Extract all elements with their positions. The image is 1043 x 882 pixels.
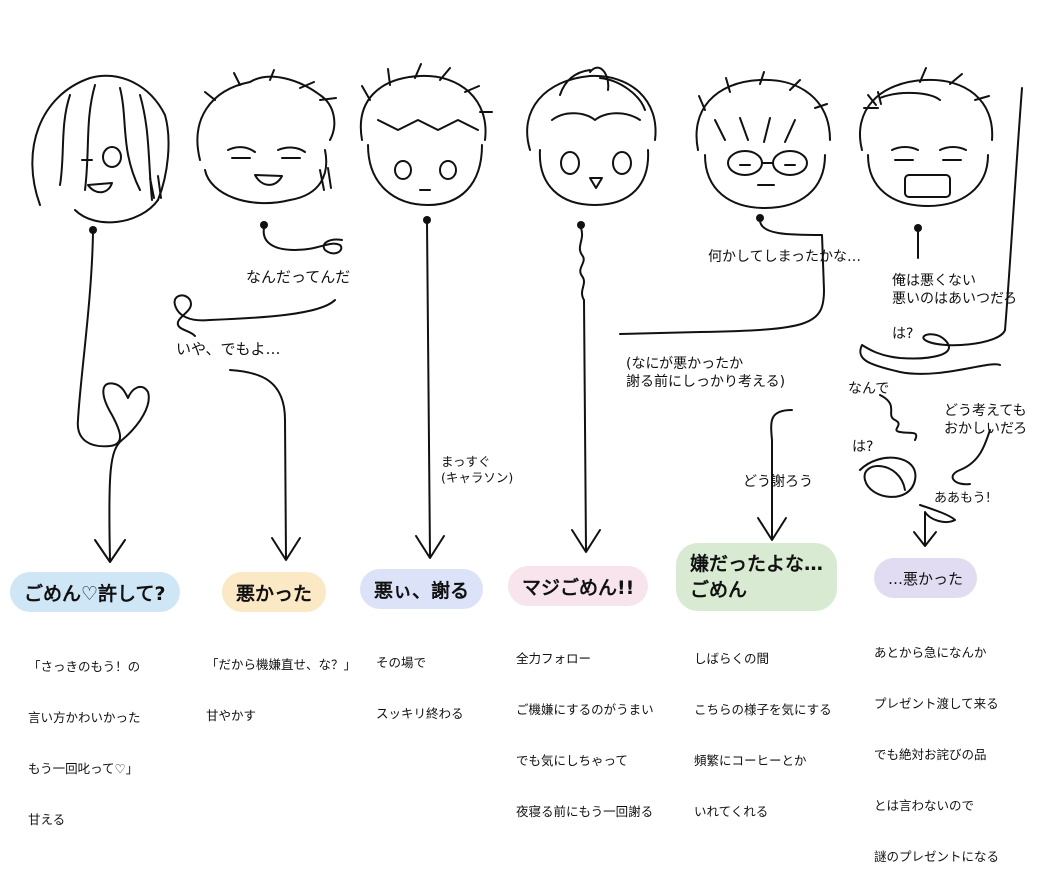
start-dot-c5 (756, 214, 764, 222)
path-c3 (415, 221, 445, 559)
outcome-desc-c4: 全力フォロー ご機嫌にするのがうまい でも気にしちゃって 夜寝る前にもう一回謝る (516, 616, 654, 837)
character-4-face-icon (526, 66, 657, 206)
note-c5-a: 何かしてしまったかな… (708, 249, 862, 265)
note-c2-b: いや、でもよ… (176, 340, 281, 358)
desc-c2-line: 甘やかす (206, 708, 257, 723)
desc-c6-line: 謎のプレゼントになる (874, 849, 1000, 864)
outcome-label-c5-line1: 嫌だったよな… (690, 553, 824, 575)
desc-c4-line: でも気にしちゃって (516, 753, 628, 768)
desc-c5-line: 頻繁にコーヒーとか (694, 753, 807, 768)
desc-c1-line: 甘える (28, 812, 66, 827)
note-c6-b: は? (892, 326, 914, 342)
outcome-label-c3: 悪ぃ、謝る (360, 569, 484, 609)
start-dot-c1 (89, 226, 97, 234)
start-dot-c3 (423, 216, 431, 224)
note-c2-a: なんだってんだ (246, 268, 351, 286)
desc-c6-line: でも絶対お詫びの品 (874, 747, 987, 762)
outcome-label-c1: ごめん♡許して? (10, 572, 180, 612)
outcome-desc-c6: あとから急になんか プレゼント渡して来る でも絶対お詫びの品 とは言わないので … (874, 610, 999, 882)
desc-c1-line: 「さっきのもう！の (28, 659, 141, 674)
outcome-desc-c1: 「さっきのもう！の 言い方かわいかった もう一回叱って♡」 甘える (28, 624, 141, 845)
start-dot-c2 (260, 221, 268, 229)
outcome-label-c2: 悪かった (222, 572, 327, 612)
note-c6-d-line2: おかしいだろ (944, 421, 1028, 437)
desc-c4-line: ご機嫌にするのがうまい (516, 702, 654, 717)
path-c6 (859, 87, 1023, 547)
note-c5-b-line2: 謝る前にしっかり考える) (626, 374, 786, 390)
path-c2 (173, 227, 343, 561)
note-c5-c: どう謝ろう (743, 474, 813, 490)
path-c1 (76, 231, 150, 563)
desc-c6-line: プレゼント渡して来る (874, 696, 999, 711)
desc-c4-line: 全力フォロー (516, 651, 592, 666)
note-c3-a-line1: まっすぐ (441, 454, 491, 469)
character-2-face-icon (196, 69, 337, 205)
character-5-face-icon (695, 71, 831, 209)
start-dot-c6 (914, 224, 922, 232)
outcome-desc-c2: 「だから機嫌直せ、な？」 甘やかす (206, 622, 356, 741)
desc-c2-line: 「だから機嫌直せ、な？」 (206, 657, 357, 672)
flow-diagram: なんだってんだ いや、でもよ… まっすぐ (キャラソン) 何かしてしまったかな…… (10, 63, 1028, 864)
outcome-desc-c5: しばらくの間 こちらの様子を気にする 頻繁にコーヒーとか いれてくれる (694, 616, 832, 837)
desc-c5-line: いれてくれる (694, 804, 769, 819)
note-c5-b-line1: (なにが悪かったか (626, 356, 744, 372)
desc-c6-line: あとから急になんか (874, 645, 987, 660)
start-dot-c4 (577, 221, 585, 229)
desc-c1-line: 言い方かわいかった (28, 710, 141, 725)
desc-c5-line: こちらの様子を気にする (694, 702, 832, 717)
path-c4 (571, 227, 601, 553)
outcome-label-c5: 嫌だったよな… ごめん (676, 543, 838, 611)
outcome-label-c4: マジごめん!! (508, 566, 649, 606)
note-c6-a-line1: 俺は悪くない (892, 273, 976, 289)
character-3-face-icon (359, 63, 493, 206)
note-c6-f: ああもう! (934, 491, 991, 506)
outcome-label-c5-line2: ごめん (690, 579, 748, 601)
desc-c1-line: もう一回叱って♡」 (28, 761, 139, 776)
path-c5 (619, 219, 825, 541)
note-c6-e: は? (852, 439, 874, 455)
note-c6-c: なんで (848, 381, 890, 397)
note-c3-a-line2: (キャラソン) (441, 470, 514, 485)
sketch-layer (31, 63, 1023, 563)
desc-c3-line: スッキリ終わる (376, 706, 464, 721)
character-1-face-icon (31, 74, 170, 224)
outcome-desc-c3: その場で スッキリ終わる (376, 620, 464, 739)
outcome-label-c6: …悪かった (874, 558, 978, 598)
character-6-face-icon (859, 67, 994, 207)
desc-c4-line: 夜寝る前にもう一回謝る (516, 804, 654, 819)
note-c6-d-line1: どう考えても (944, 403, 1027, 419)
desc-c3-line: その場で (376, 655, 427, 670)
desc-c6-line: とは言わないので (874, 798, 975, 813)
desc-c5-line: しばらくの間 (694, 651, 770, 666)
note-c6-a-line2: 悪いのはあいつだろ (892, 291, 1018, 307)
